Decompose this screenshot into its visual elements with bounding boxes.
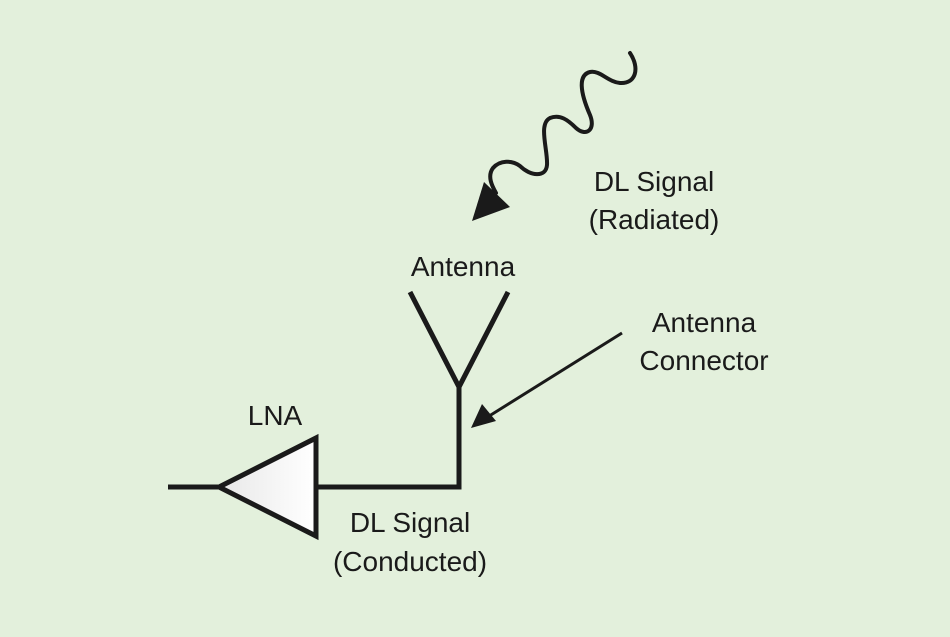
label-dl-conducted-2: (Conducted) — [333, 546, 487, 577]
label-antenna-connector-1: Antenna — [652, 307, 757, 338]
label-dl-radiated-2: (Radiated) — [589, 204, 720, 235]
lna-amplifier-symbol — [213, 433, 319, 541]
label-dl-radiated-1: DL Signal — [594, 166, 714, 197]
connector-pointer-line — [485, 331, 623, 420]
connector-arrowhead-icon — [471, 404, 496, 428]
label-lna: LNA — [248, 400, 303, 431]
label-antenna-connector-2: Connector — [639, 345, 768, 376]
feed-line — [316, 387, 462, 490]
label-dl-conducted-1: DL Signal — [350, 507, 470, 538]
label-antenna: Antenna — [411, 251, 516, 282]
radiated-arrowhead-icon — [472, 182, 510, 221]
antenna-symbol — [407, 290, 511, 393]
radiated-wave-signal — [488, 51, 638, 195]
